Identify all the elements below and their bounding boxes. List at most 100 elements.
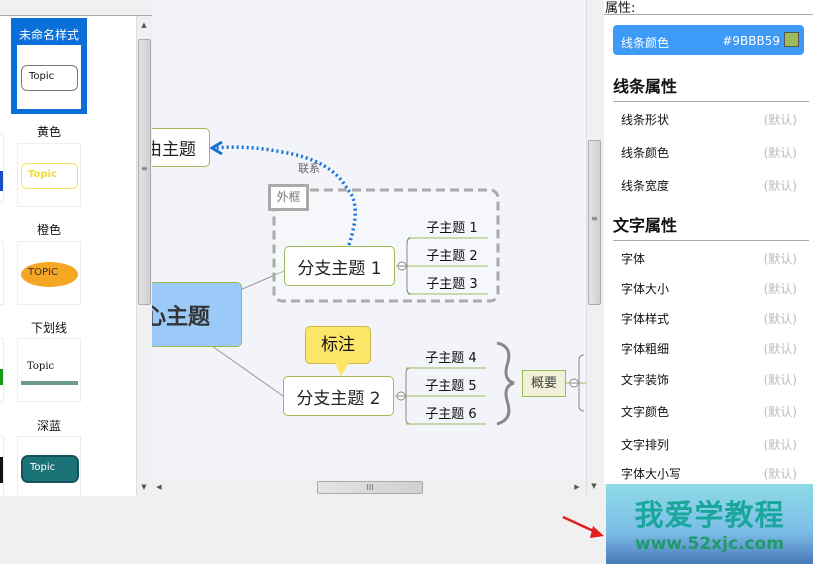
mindmap-canvas[interactable]: 自由主题 联系 中心主题 外框 分支主题 1 子主题 1 子主题 2 子主题 3…: [152, 0, 586, 480]
property-value: (默认): [763, 373, 797, 387]
style-preview-partial[interactable]: [0, 338, 4, 402]
sub-lines-1: [396, 237, 488, 295]
relationship-line: [213, 145, 357, 246]
property-label: 线条颜色: [621, 146, 670, 160]
style-item-orange[interactable]: TOPIC: [17, 241, 81, 305]
property-label: 文字排列: [621, 438, 670, 452]
panel-title: 属性:: [605, 1, 636, 16]
scroll-left-icon[interactable]: ◀: [156, 483, 162, 491]
property-row[interactable]: 字体大小 (默认): [621, 280, 797, 297]
property-row[interactable]: 线条颜色 (默认): [621, 144, 797, 161]
property-row[interactable]: 线条形状 (默认): [621, 111, 797, 128]
subtopic[interactable]: 子主题 6: [425, 407, 477, 422]
style-item-underline[interactable]: Topic: [17, 338, 81, 402]
summary-brace: [496, 341, 515, 426]
style-preview-partial[interactable]: [0, 241, 4, 305]
scroll-right-icon[interactable]: ▶: [574, 483, 580, 491]
branch-topic-2[interactable]: 分支主题 2: [283, 376, 394, 416]
property-value: (默认): [763, 113, 797, 127]
style-label: 黄色: [36, 125, 61, 139]
property-value: (默认): [763, 252, 797, 266]
color-value: #9BBB59: [722, 34, 780, 48]
style-item-dark-blue[interactable]: Topic: [17, 436, 81, 496]
scrollbar-thumb[interactable]: ≡: [588, 140, 601, 305]
property-label: 字体粗细: [621, 342, 670, 356]
section-title: 文字属性: [613, 212, 809, 241]
property-label: 线条宽度: [621, 179, 670, 193]
property-row[interactable]: 字体 (默认): [621, 250, 797, 267]
property-row[interactable]: 字体大小写 (默认): [621, 465, 797, 482]
style-preview-partial[interactable]: [0, 134, 4, 202]
section-title: 线条属性: [613, 73, 809, 102]
property-row[interactable]: 文字排列 (默认): [621, 436, 797, 453]
branch-topic-1[interactable]: 分支主题 1: [284, 246, 395, 286]
relationship-arrow-icon: [209, 140, 223, 156]
canvas-hscrollbar[interactable]: ◀ III ▶: [152, 480, 586, 495]
property-row[interactable]: 文字颜色 (默认): [621, 403, 797, 420]
watermark-title: 我爱学教程: [634, 498, 785, 532]
grip-icon: ≡: [141, 164, 148, 173]
relationship-label[interactable]: 联系: [298, 162, 320, 175]
subtopic[interactable]: 子主题 3: [426, 277, 478, 292]
style-item-yellow[interactable]: Topic: [17, 143, 81, 207]
scroll-down-icon[interactable]: ▼: [141, 483, 147, 491]
property-label: 字体: [621, 252, 646, 266]
selected-property-line-color[interactable]: 线条颜色 #9BBB59: [613, 25, 804, 55]
property-row[interactable]: 线条宽度 (默认): [621, 177, 797, 194]
style-label: 下划线: [30, 321, 67, 335]
property-label: 线条形状: [621, 113, 670, 127]
property-label: 字体大小写: [621, 467, 682, 481]
property-value: (默认): [763, 342, 797, 356]
callout-pointer: [335, 363, 349, 376]
property-row[interactable]: 文字装饰 (默认): [621, 371, 797, 388]
watermark: 我爱学教程 www.52xjc.com: [606, 484, 813, 564]
color-swatch[interactable]: [784, 32, 799, 47]
property-value: (默认): [763, 282, 797, 296]
property-label: 字体大小: [621, 282, 670, 296]
property-value: (默认): [763, 467, 797, 481]
property-value: (默认): [763, 179, 797, 193]
property-row[interactable]: 字体样式 (默认): [621, 310, 797, 327]
property-value: (默认): [763, 405, 797, 419]
red-arrow-icon: [562, 515, 604, 538]
style-preview-partial[interactable]: [0, 436, 4, 496]
style-panel-scrollbar[interactable]: ▲ ≡ ▼: [136, 16, 152, 496]
property-label: 线条颜色: [621, 36, 670, 50]
boundary-label[interactable]: 外框: [268, 184, 309, 211]
grip-icon: ≡: [591, 214, 598, 223]
floating-topic[interactable]: 自由主题: [152, 128, 210, 167]
subtopic[interactable]: 子主题 1: [426, 221, 478, 236]
scrollbar-thumb[interactable]: ≡: [138, 39, 151, 305]
subtopic[interactable]: 子主题 2: [426, 249, 478, 264]
property-label: 文字装饰: [621, 373, 670, 387]
subtopic[interactable]: 子主题 4: [425, 351, 477, 366]
branch-line: [239, 270, 285, 291]
style-item-unnamed[interactable]: 未命名样式 Topic: [11, 18, 87, 114]
properties-panel: 属性: 线条颜色 #9BBB59 线条属性 线条形状(默认) 线条颜色(默认) …: [604, 0, 813, 484]
topic-preview: Topic: [21, 455, 79, 483]
style-panel: 未命名样式 Topic 黄色 Topic 橙色 TOPIC 下划线 Topic …: [0, 15, 152, 496]
style-label: 深蓝: [36, 419, 61, 433]
topic-preview: Topic: [21, 65, 78, 91]
topic-preview: TOPIC: [21, 262, 78, 287]
topic-preview: Topic: [21, 163, 78, 189]
property-value: (默认): [763, 312, 797, 326]
summary-topic[interactable]: 概要: [522, 370, 566, 397]
property-value: (默认): [763, 438, 797, 452]
topic-preview: Topic: [27, 361, 55, 372]
style-label: 未命名样式: [18, 28, 79, 42]
callout[interactable]: 标注: [305, 326, 371, 364]
style-preview: Topic: [17, 45, 81, 109]
scroll-down-icon[interactable]: ▼: [591, 482, 597, 490]
canvas-vscrollbar[interactable]: ≡ ▼: [586, 0, 602, 496]
sub-lines-2: [395, 367, 486, 425]
subtopic[interactable]: 子主题 5: [425, 379, 477, 394]
property-label: 字体样式: [621, 312, 670, 326]
scrollbar-thumb[interactable]: III: [317, 481, 423, 494]
scroll-up-icon[interactable]: ▲: [141, 21, 147, 29]
property-value: (默认): [763, 146, 797, 160]
property-label: 文字颜色: [621, 405, 670, 419]
central-topic[interactable]: 中心主题: [152, 282, 242, 347]
branch-line: [211, 345, 284, 397]
property-row[interactable]: 字体粗细 (默认): [621, 340, 797, 357]
